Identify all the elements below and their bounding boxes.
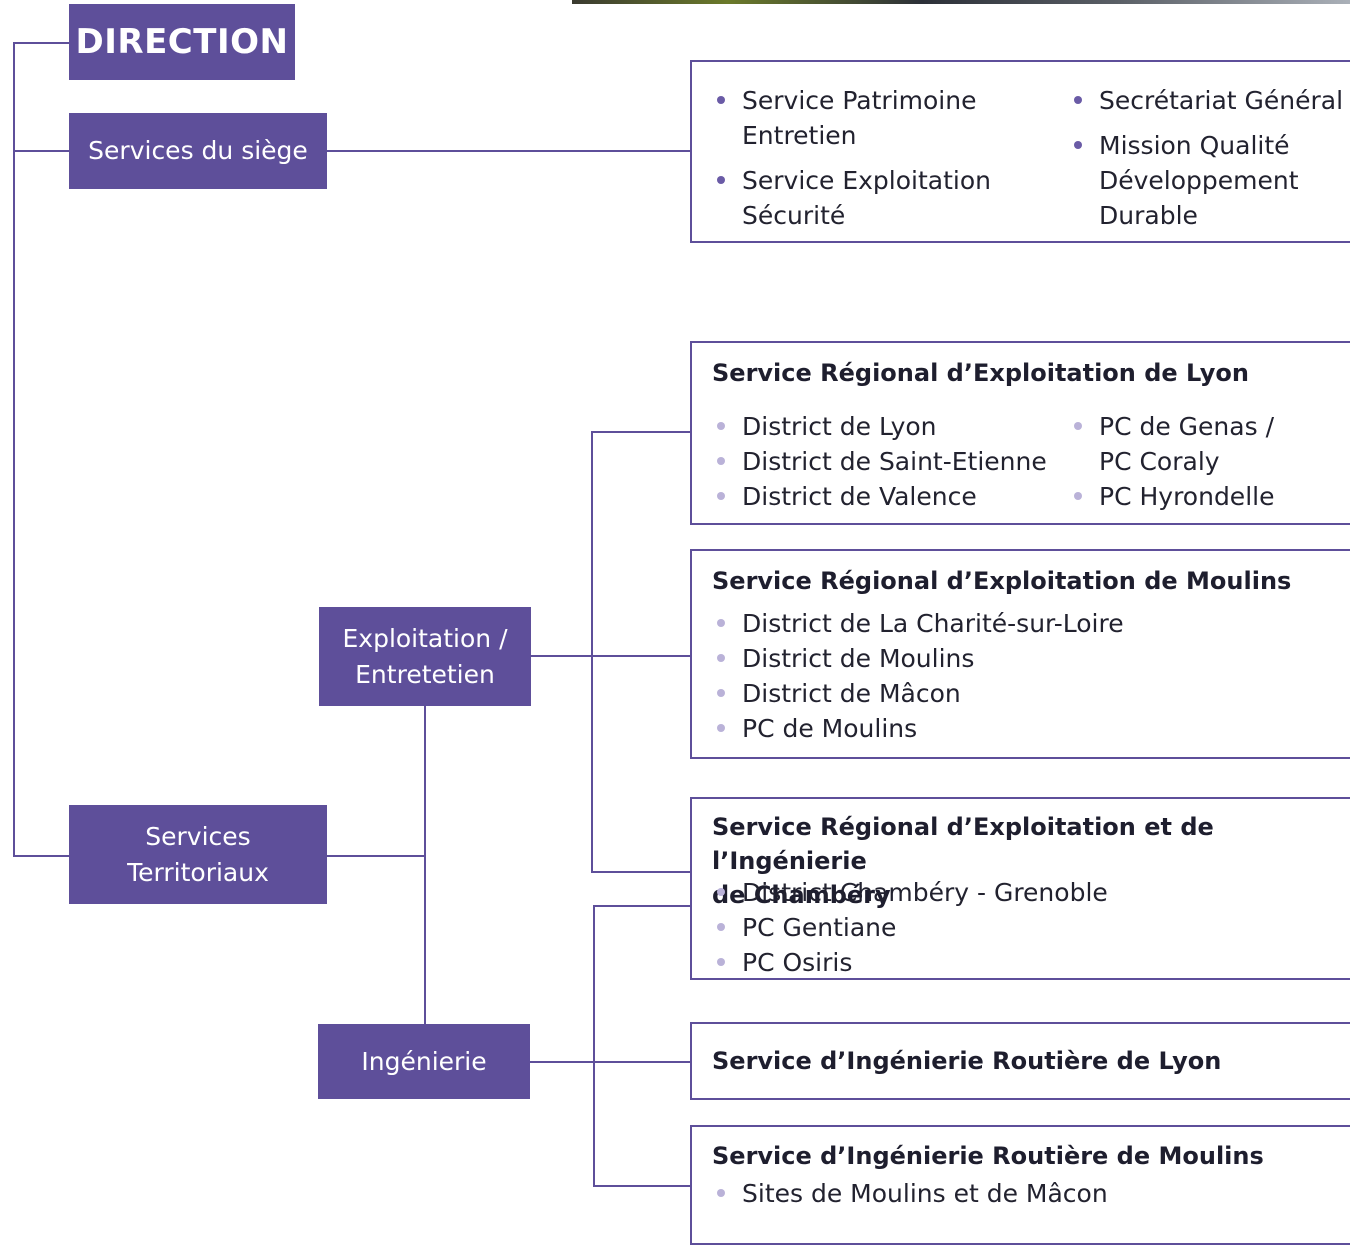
ingenierie-box: Ingénierie <box>318 1024 530 1099</box>
list-item: Service Patrimoine Entretien <box>712 83 991 153</box>
header-photo-strip <box>572 0 1350 4</box>
sre-lyon-col-2: PC de Genas / PC Coraly PC Hyrondelle <box>1069 409 1274 514</box>
bracket-exploitation <box>591 431 692 873</box>
sre-lyon-col-1: District de Lyon District de Saint-Etien… <box>712 409 1047 514</box>
list-item: PC de Genas / PC Coraly <box>1069 409 1274 479</box>
services-siege-box: Services du siège <box>69 113 327 189</box>
siege-col-1: Service Patrimoine Entretien Service Exp… <box>712 83 991 233</box>
trunk-direction <box>13 42 69 857</box>
sre-moulins-title: Service Régional d’Exploitation de Mouli… <box>712 567 1292 595</box>
sre-lyon-title: Service Régional d’Exploitation de Lyon <box>712 359 1249 387</box>
list-item: District de La Charité-sur-Loire <box>712 606 1124 641</box>
services-territoriaux-box: Services Territoriaux <box>69 805 327 904</box>
exploitation-box: Exploitation / Entretetien <box>319 607 531 706</box>
list-item: PC Hyrondelle <box>1069 479 1274 514</box>
list-item: PC de Moulins <box>712 711 1124 746</box>
list-item: District de Moulins <box>712 641 1124 676</box>
sir-moulins-list: Sites de Moulins et de Mâcon <box>712 1176 1108 1211</box>
list-item: PC Gentiane <box>712 910 1108 945</box>
list-item: District de Saint-Etienne <box>712 444 1047 479</box>
list-item: District de Lyon <box>712 409 1047 444</box>
sreci-chambery-title: Service Régional d’Exploitation et de l’… <box>712 813 1214 909</box>
list-item: PC Osiris <box>712 945 1108 980</box>
sre-moulins-box: Service Régional d’Exploitation de Mouli… <box>690 549 1350 759</box>
sre-moulins-list: District de La Charité-sur-Loire Distric… <box>712 606 1124 746</box>
list-item: Secrétariat Général <box>1069 83 1343 118</box>
siege-col-2: Secrétariat Général Mission Qualité Déve… <box>1069 83 1343 233</box>
sreci-chambery-list: District Chambéry - Grenoble PC Gentiane… <box>712 875 1108 980</box>
list-item: Mission Qualité Développement Durable <box>1069 128 1343 233</box>
siege-services-box: Service Patrimoine Entretien Service Exp… <box>690 60 1350 243</box>
bracket-ingenierie <box>593 905 692 1187</box>
sir-lyon-box: Service d’Ingénierie Routière de Lyon <box>690 1022 1350 1100</box>
list-item: District Chambéry - Grenoble <box>712 875 1108 910</box>
list-item: Service Exploitation Sécurité <box>712 163 991 233</box>
sir-lyon-title: Service d’Ingénierie Routière de Lyon <box>712 1047 1222 1075</box>
sre-lyon-box: Service Régional d’Exploitation de Lyon … <box>690 341 1350 525</box>
sreci-chambery-box: Service Régional d’Exploitation et de l’… <box>690 797 1350 980</box>
list-item: Sites de Moulins et de Mâcon <box>712 1176 1108 1211</box>
sir-moulins-box: Service d’Ingénierie Routière de Moulins… <box>690 1125 1350 1245</box>
list-item: District de Mâcon <box>712 676 1124 711</box>
direction-box: DIRECTION <box>69 4 295 80</box>
list-item: District de Valence <box>712 479 1047 514</box>
sir-moulins-title: Service d’Ingénierie Routière de Moulins <box>712 1142 1264 1170</box>
